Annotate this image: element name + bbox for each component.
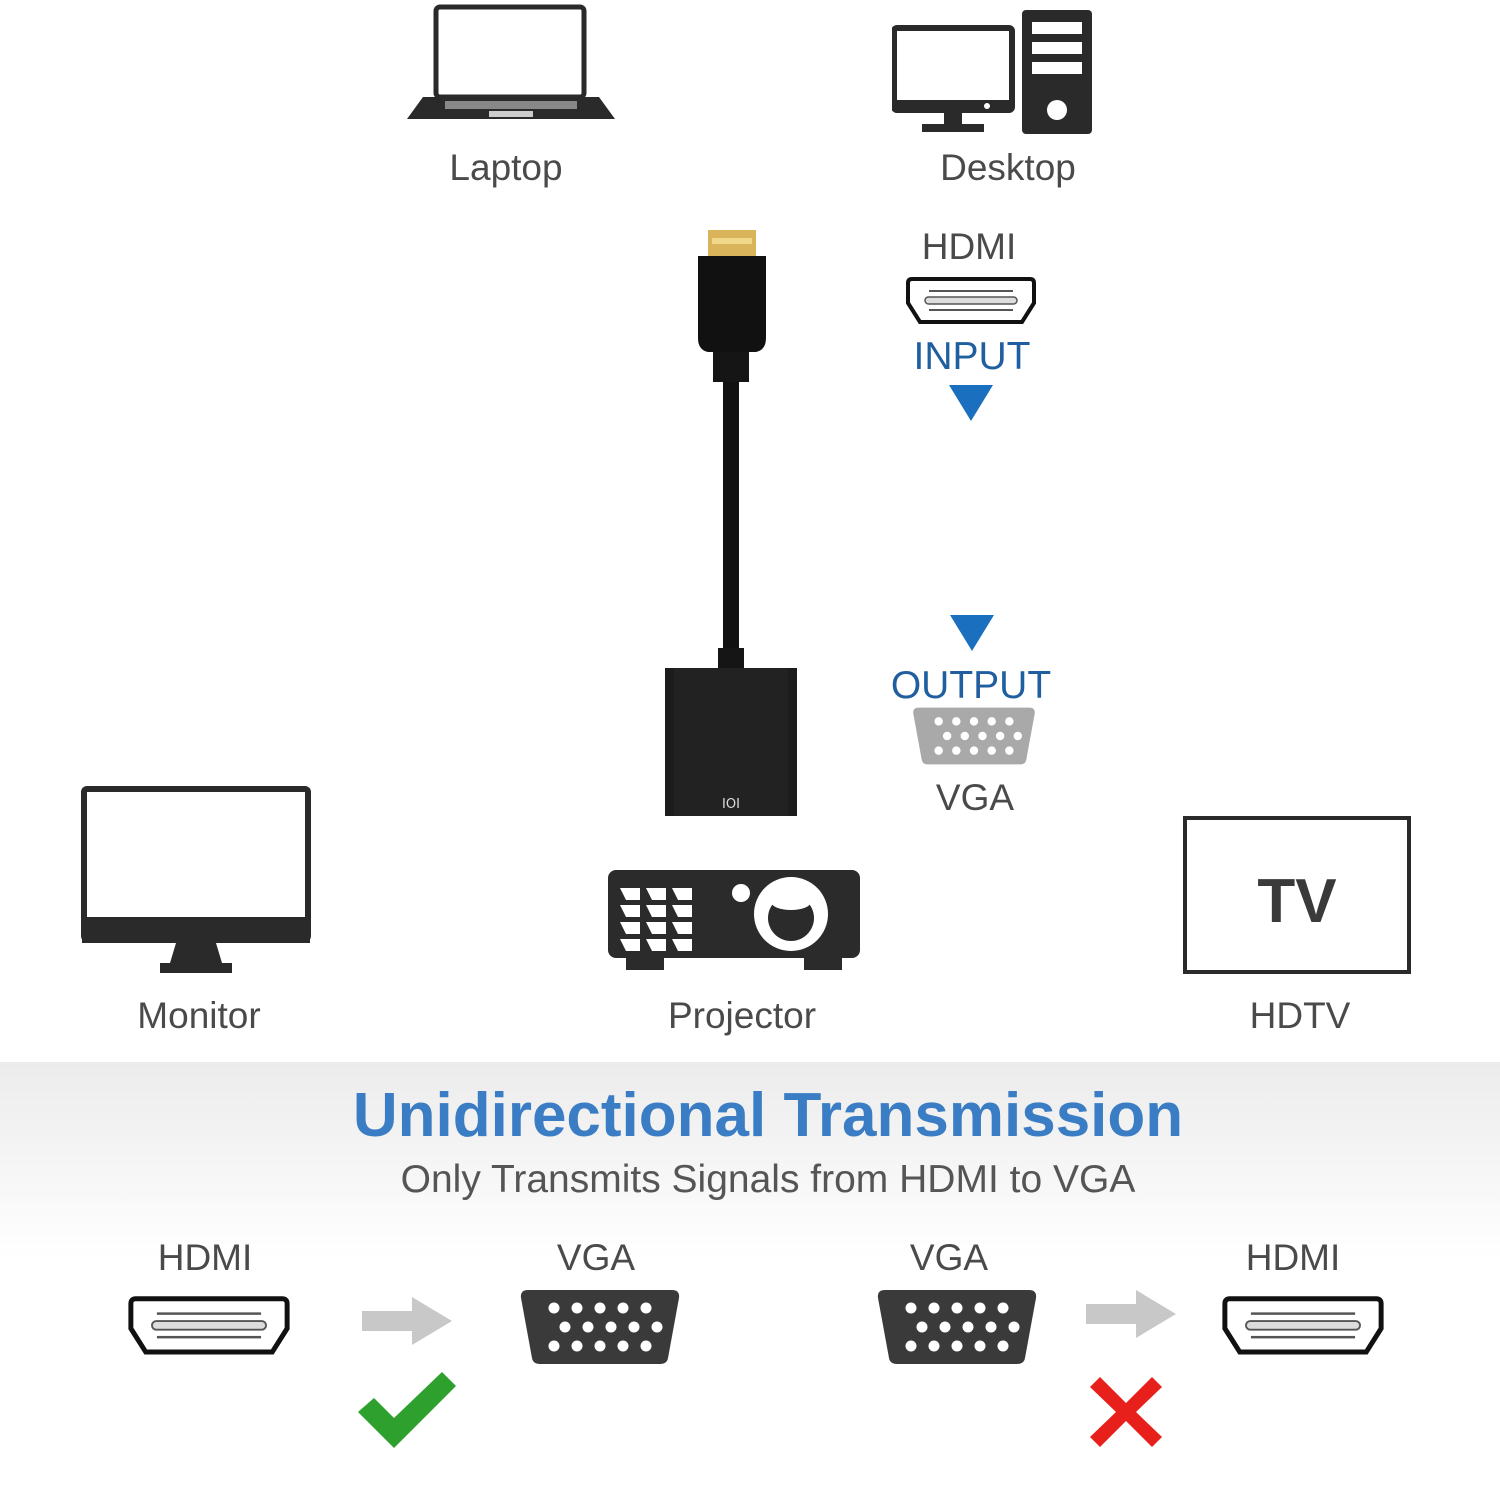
check-icon <box>358 1372 456 1448</box>
cross-icon <box>1090 1377 1162 1447</box>
projector-icon <box>608 870 860 970</box>
unsupported-from-label: VGA <box>909 1237 989 1278</box>
down-arrow-icon <box>950 615 994 651</box>
laptop-label: Laptop <box>449 147 563 188</box>
hdmi-to-vga-adapter-image: IOI <box>665 230 797 816</box>
down-arrow-icon <box>949 385 993 421</box>
tv-icon: TV <box>1183 816 1411 974</box>
vga-output-port-label: VGA <box>935 777 1015 818</box>
desktop-icon <box>892 10 1092 134</box>
tv-screen-text: TV <box>1257 867 1337 936</box>
hdmi-port-icon <box>127 1295 291 1357</box>
hdmi-port-icon <box>1221 1295 1385 1357</box>
output-label: OUTPUT <box>890 664 1052 707</box>
gray-arrow-icon <box>1086 1290 1176 1338</box>
monitor-icon <box>81 786 311 973</box>
supported-from-label: HDMI <box>157 1237 253 1278</box>
hdmi-input-port-label: HDMI <box>921 226 1017 267</box>
gray-arrow-icon <box>362 1297 452 1345</box>
laptop-icon <box>407 4 615 119</box>
unsupported-to-label: HDMI <box>1245 1237 1341 1278</box>
supported-to-label: VGA <box>556 1237 636 1278</box>
monitor-label: Monitor <box>137 995 261 1036</box>
transmission-title: Unidirectional Transmission <box>352 1081 1184 1150</box>
svg-text:IOI: IOI <box>722 797 740 812</box>
vga-port-icon <box>875 1288 1039 1366</box>
vga-port-icon <box>518 1288 682 1366</box>
transmission-section <box>0 1062 1500 1500</box>
hdmi-port-icon <box>904 276 1038 326</box>
transmission-subtitle: Only Transmits Signals from HDMI to VGA <box>400 1158 1136 1201</box>
vga-port-icon <box>911 706 1037 766</box>
projector-label: Projector <box>667 995 817 1036</box>
input-label: INPUT <box>913 335 1031 378</box>
desktop-label: Desktop <box>940 147 1076 188</box>
hdtv-label: HDTV <box>1249 995 1351 1036</box>
